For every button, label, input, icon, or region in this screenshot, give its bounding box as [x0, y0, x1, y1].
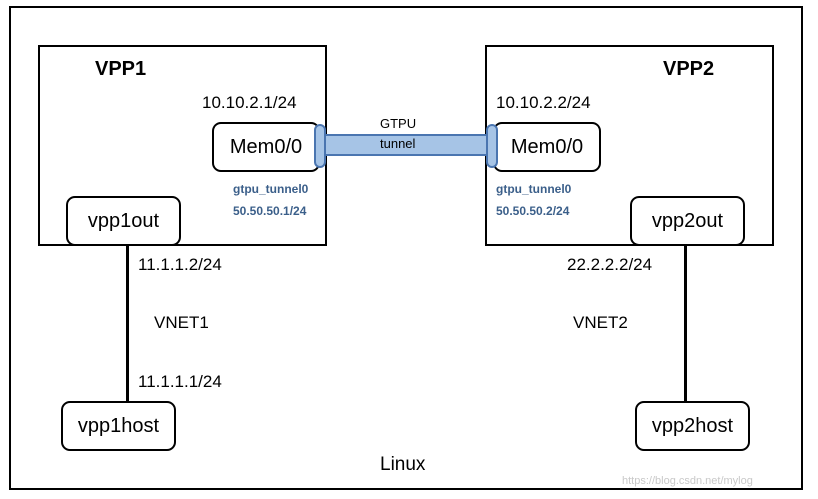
vnet2-label: VNET2	[573, 313, 628, 332]
vnet1-label: VNET1	[154, 313, 209, 332]
vpp2-title: VPP2	[663, 58, 715, 80]
gtpu-tunnel-left-cap	[314, 124, 326, 168]
vpp1host-interface: vpp1host	[61, 401, 176, 451]
vpp1-title: VPP1	[95, 58, 147, 80]
vpp2-mem-ip: 10.10.2.2/24	[496, 93, 591, 112]
vnet1-host-ip: 11.1.1.1/24	[138, 372, 222, 391]
gtpu-tunnel-pipe	[320, 134, 496, 156]
vpp2-out-interface: vpp2out	[630, 196, 745, 246]
gtpu-tunnel-right-cap	[486, 124, 498, 168]
vpp2-tunnel-name: gtpu_tunnel0	[496, 182, 572, 196]
vnet1-link	[126, 246, 129, 403]
vpp1-mem-ip: 10.10.2.1/24	[202, 93, 297, 112]
linux-host-frame	[9, 6, 803, 490]
vpp1-out-interface: vpp1out	[66, 196, 181, 246]
linux-label: Linux	[380, 454, 426, 475]
vpp1-out-ip: 11.1.1.2/24	[138, 255, 222, 274]
vpp1-tunnel-name: gtpu_tunnel0	[233, 182, 309, 196]
watermark: https://blog.csdn.net/mylog	[622, 475, 753, 487]
vpp2host-interface: vpp2host	[635, 401, 750, 451]
gtpu-tunnel-label: tunnel	[380, 136, 416, 151]
vpp2-out-ip: 22.2.2.2/24	[567, 255, 653, 274]
vpp2-tunnel-ip: 50.50.50.2/24	[496, 204, 570, 218]
vpp1-tunnel-ip: 50.50.50.1/24	[233, 204, 307, 218]
vpp2-mem-interface: Mem0/0	[493, 122, 601, 172]
gtpu-label: GTPU	[380, 116, 417, 131]
vpp1-mem-interface: Mem0/0	[212, 122, 320, 172]
vnet2-link	[684, 246, 687, 403]
